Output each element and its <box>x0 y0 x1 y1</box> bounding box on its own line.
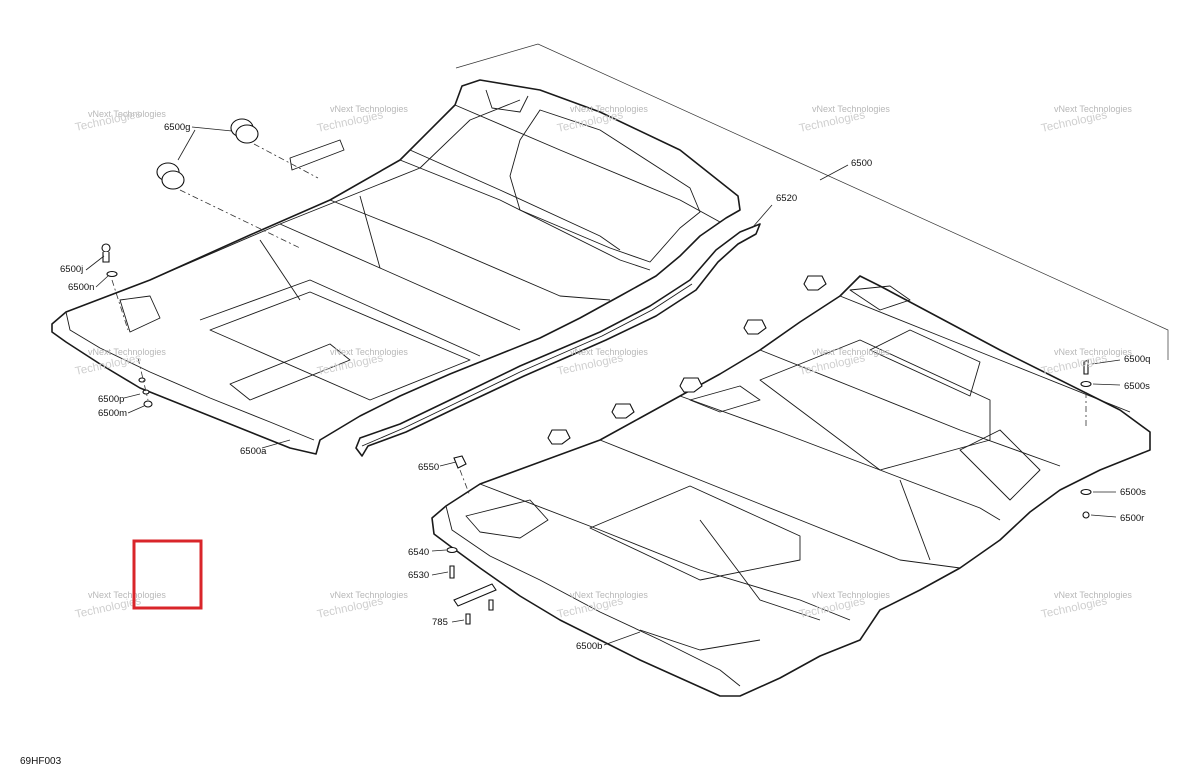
leader-6500g-2 <box>177 129 196 161</box>
watermark-text: vNext Technologies <box>570 590 648 600</box>
watermark-text: vNext Technologies <box>88 590 166 600</box>
watermark-text: vNext Technologies <box>570 104 648 114</box>
callout-6550[interactable]: 6550 <box>418 462 439 473</box>
callout-labels: 6500 6500g 6500j 6500n 6500p 6500m 6500a… <box>60 122 1150 652</box>
leader-6500r <box>1090 514 1117 518</box>
callout-6500j[interactable]: 6500j <box>60 264 83 275</box>
callout-6500n[interactable]: 6500n <box>68 282 94 293</box>
roof-panel-6500a <box>51 79 741 455</box>
centerline-6500g-b <box>179 189 301 249</box>
leader-6500g <box>191 126 233 132</box>
watermark-text: vNext Technologies <box>1054 347 1132 357</box>
callout-6540[interactable]: 6540 <box>408 547 429 558</box>
callout-6530[interactable]: 6530 <box>408 570 429 581</box>
leader-6550 <box>439 461 457 467</box>
leader-6500p <box>123 393 141 399</box>
leader-6500m <box>127 405 145 414</box>
watermark-text: vNext Technologies <box>570 347 648 357</box>
fastener-stack-bottom <box>446 455 497 625</box>
highlight-box <box>132 539 203 610</box>
callout-785[interactable]: 785 <box>432 617 448 628</box>
roof-panel-6500b <box>431 275 1151 697</box>
watermark-text: vNext Technologies <box>330 590 408 600</box>
leader-6530 <box>431 571 449 576</box>
leader-6500j <box>85 255 105 271</box>
callout-6500r[interactable]: 6500r <box>1120 513 1144 524</box>
leader-6540 <box>431 549 447 552</box>
watermark-text: vNext Technologies <box>1054 590 1132 600</box>
leader-6500a <box>261 439 291 449</box>
callout-6500[interactable]: 6500 <box>851 158 872 169</box>
leader-6500s-top <box>1092 383 1121 386</box>
callout-6500p[interactable]: 6500p <box>98 394 124 405</box>
centerline-6500g-a <box>253 143 319 179</box>
leader-6500q <box>1091 359 1121 365</box>
watermark-text: vNext Technologies <box>812 347 890 357</box>
leader-6500b <box>603 631 641 646</box>
watermark-text: vNext Technologies <box>812 104 890 114</box>
callout-6500q[interactable]: 6500q <box>1124 354 1150 365</box>
callout-6500s[interactable]: 6500s <box>1124 381 1150 392</box>
leader-6520 <box>751 204 773 229</box>
leader-6500 <box>819 164 849 181</box>
assembly-boundary-line <box>455 43 1169 360</box>
fastener-stack-left <box>101 243 153 408</box>
callout-6500a[interactable]: 6500a <box>240 446 267 457</box>
watermark-text: vNext Technologies <box>812 590 890 600</box>
watermark-text: vNext Technologies <box>330 347 408 357</box>
callout-6500g[interactable]: 6500g <box>164 122 190 133</box>
leader-785 <box>451 619 465 623</box>
callout-6520[interactable]: 6520 <box>776 193 797 204</box>
callout-6500m[interactable]: 6500m <box>98 408 127 419</box>
drawing-code: 69HF003 <box>20 756 62 767</box>
callout-6500b[interactable]: 6500b <box>576 641 602 652</box>
fastener-stack-right <box>1080 359 1092 519</box>
seal-strip-6520 <box>355 223 761 457</box>
mounting-tabs-6500b <box>547 275 827 445</box>
leader-6500n <box>95 275 109 288</box>
watermark-text: vNext Technologies <box>1054 104 1132 114</box>
watermark-text: vNext Technologies <box>330 104 408 114</box>
watermark-text: vNext Technologies <box>88 347 166 357</box>
strap-6500g <box>156 118 259 190</box>
callout-6500s[interactable]: 6500s <box>1120 487 1146 498</box>
watermark-text: vNext Technologies <box>88 109 166 119</box>
